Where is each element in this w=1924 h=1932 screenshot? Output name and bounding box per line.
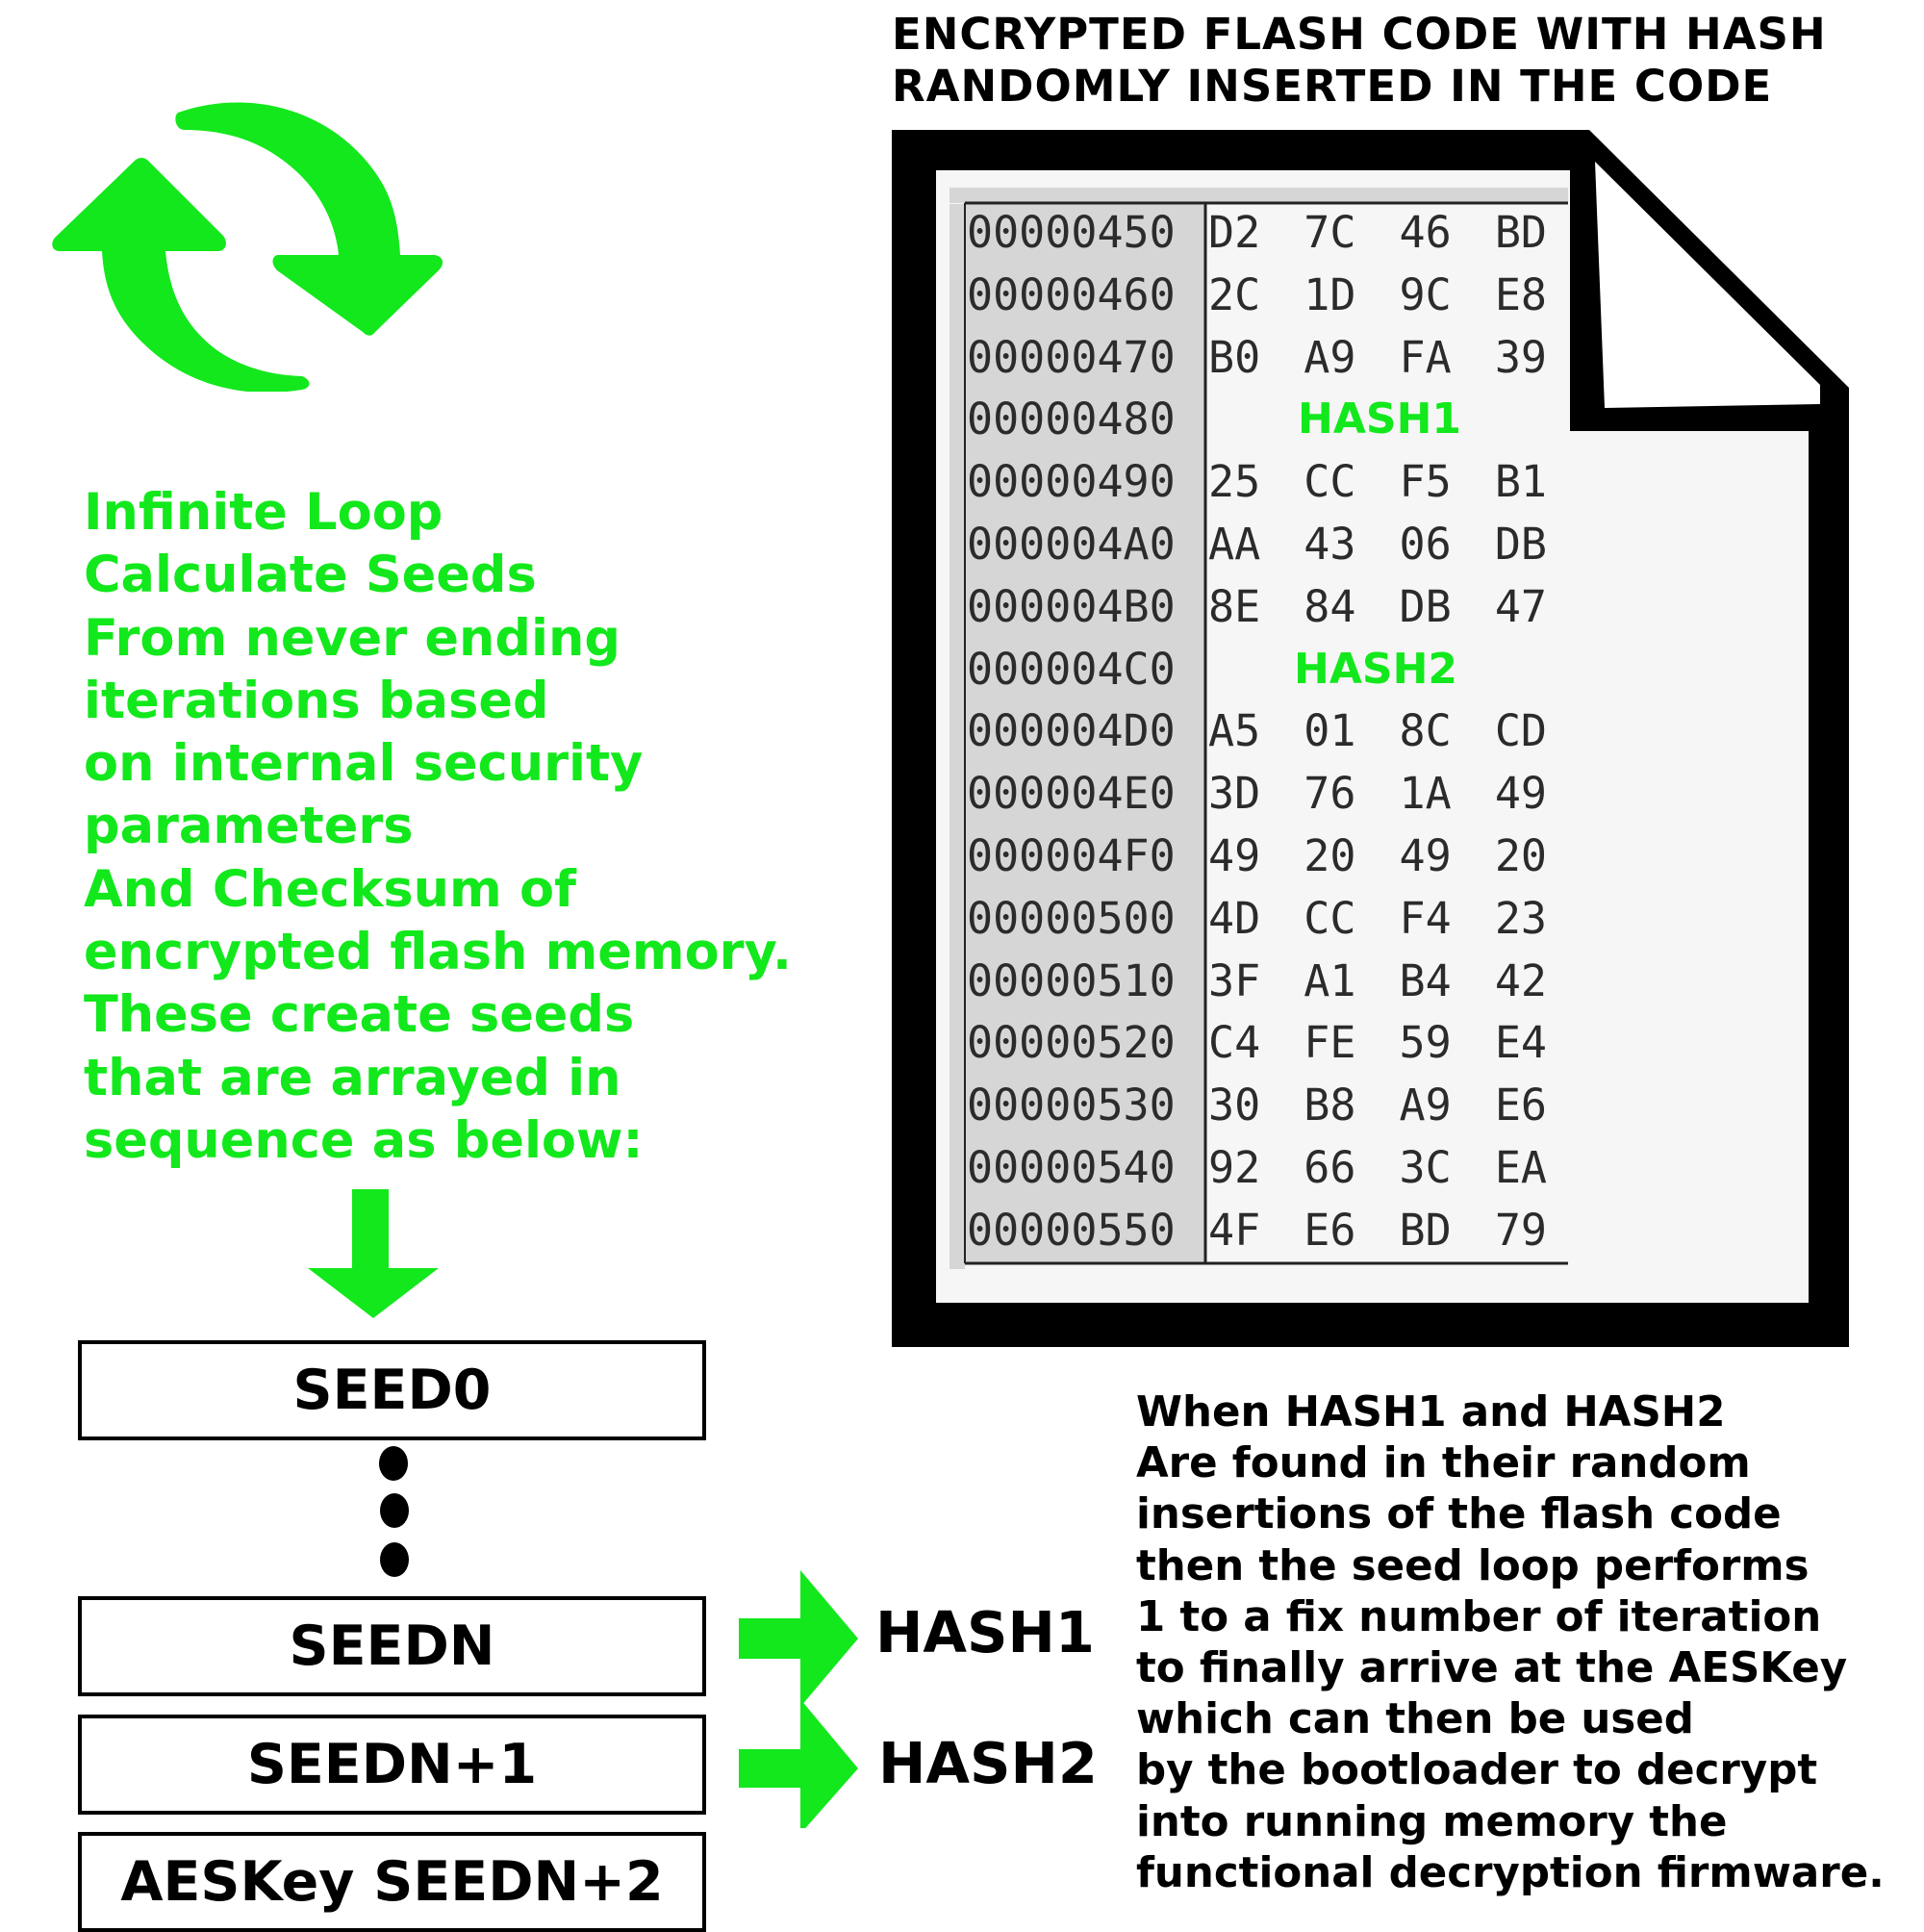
hex-row-hash1: 00000480 HASH1 [965, 389, 1565, 451]
ellipsis-dot [380, 1542, 409, 1577]
hex-address: 00000550 [967, 1204, 1176, 1256]
hex-row: 00000470 B0 A9 FA 39 [965, 327, 1565, 390]
refresh-icon [52, 102, 443, 392]
hex-bytes: 92 66 3C EA [1208, 1142, 1548, 1193]
ellipsis-dot [379, 1446, 408, 1481]
arrow-right-to-hash2 [739, 1699, 858, 1828]
hex-address: 000004C0 [967, 643, 1176, 695]
seedn-box: SEEDN [78, 1596, 706, 1696]
hex-row: 000004F0 49 20 49 20 [965, 826, 1565, 888]
loop-description-line: These create seeds [84, 985, 635, 1045]
hex-bytes: 2C 1D 9C E8 [1208, 268, 1548, 320]
hex-address: 000004B0 [967, 580, 1176, 632]
explanation-line: then the seed loop performs [1136, 1541, 1810, 1590]
loop-description-line: parameters [84, 797, 414, 856]
hex-bytes: AA 43 06 DB [1208, 519, 1548, 570]
document-fold-flap [1595, 162, 1820, 408]
hex-bytes: 3F A1 B4 42 [1208, 954, 1548, 1006]
ellipsis-dot [380, 1493, 409, 1528]
hex-bytes: C4 FE 59 E4 [1208, 1017, 1548, 1069]
hex-bytes: 3D 76 1A 49 [1208, 768, 1548, 820]
refresh-arc-right [175, 102, 400, 255]
explanation-line: insertions of the flash code [1136, 1490, 1782, 1539]
loop-description-line: From never ending [84, 608, 620, 668]
hex-bytes: D2 7C 46 BD [1208, 207, 1548, 258]
explanation-line: When HASH1 and HASH2 [1136, 1388, 1726, 1436]
table-left-shadow [949, 204, 965, 1269]
hex-row: 00000500 4D CC F4 23 [965, 888, 1565, 951]
hex-bytes: 49 20 49 20 [1208, 830, 1548, 881]
hex-address: 00000540 [967, 1142, 1176, 1193]
hex-address: 000004F0 [967, 830, 1176, 881]
diagram-title-line-1: ENCRYPTED FLASH CODE WITH HASH [892, 9, 1827, 60]
hex-row: 00000450 D2 7C 46 BD [965, 202, 1565, 265]
explanation-line: which can then be used [1136, 1695, 1694, 1744]
table-header-bar [949, 188, 1568, 203]
loop-description-line: iterations based [84, 671, 549, 730]
arrow-down-icon [308, 1189, 439, 1318]
loop-description: Infinite Loop Calculate Seeds From never… [84, 481, 792, 1172]
explanation-line: into running memory the [1136, 1797, 1728, 1846]
hex-address: 00000510 [967, 954, 1176, 1006]
loop-description-line: that are arrayed in [84, 1048, 621, 1107]
explanation-line: functional decryption firmware. [1136, 1848, 1885, 1897]
hex-bytes: 4D CC F4 23 [1208, 892, 1548, 944]
loop-description-line: on internal security [84, 734, 644, 794]
seed0-box: SEED0 [78, 1340, 706, 1440]
hex-address: 00000500 [967, 892, 1176, 944]
refresh-arrowhead-up [52, 158, 226, 251]
hex-row: 000004E0 3D 76 1A 49 [965, 763, 1565, 826]
explanation-line: to finally arrive at the AESKey [1136, 1643, 1848, 1692]
hash1-label: HASH1 [875, 1599, 1095, 1665]
explanation-line: 1 to a fix number of iteration [1136, 1592, 1822, 1641]
seedn-plus1-box: SEEDN+1 [78, 1715, 706, 1815]
explanation-line: by the bootloader to decrypt [1136, 1746, 1818, 1795]
hex-address: 00000480 [967, 394, 1176, 445]
hex-row: 00000550 4F E6 BD 79 [965, 1200, 1565, 1262]
hex-row: 00000530 30 B8 A9 E6 [965, 1075, 1565, 1137]
loop-description-line: Infinite Loop [84, 483, 443, 542]
hex-row: 000004B0 8E 84 DB 47 [965, 576, 1565, 639]
hex-address: 00000470 [967, 331, 1176, 383]
hex-row: 00000460 2C 1D 9C E8 [965, 265, 1565, 327]
hex-address: 00000460 [967, 268, 1176, 320]
hex-address: 00000520 [967, 1017, 1176, 1069]
hex-row: 000004D0 A5 01 8C CD [965, 700, 1565, 763]
hex-bytes: 4F E6 BD 79 [1208, 1204, 1548, 1256]
diagram-title-line-2: RANDOMLY INSERTED IN THE CODE [892, 61, 1773, 112]
explanation-text: When HASH1 and HASH2 Are found in their … [1136, 1387, 1885, 1899]
aeskey-seedn-plus2-box: AESKey SEEDN+2 [78, 1832, 706, 1932]
hex-bytes: 30 B8 A9 E6 [1208, 1080, 1548, 1131]
explanation-line: Are found in their random [1136, 1439, 1751, 1488]
loop-description-line: sequence as below: [84, 1110, 644, 1170]
hex-bytes: 8E 84 DB 47 [1208, 580, 1548, 632]
arrow-right-to-hash1 [739, 1570, 858, 1707]
hex-hash-marker: HASH1 [1298, 394, 1462, 445]
arrow-right-icon [739, 1570, 858, 1828]
hex-row: 00000540 92 66 3C EA [965, 1137, 1565, 1200]
loop-description-line: Calculate Seeds [84, 546, 537, 605]
hex-address: 000004E0 [967, 768, 1176, 820]
hash2-label: HASH2 [878, 1730, 1098, 1796]
hex-address: 00000450 [967, 207, 1176, 258]
hex-bytes: A5 01 8C CD [1208, 705, 1548, 757]
hex-row: 00000510 3F A1 B4 42 [965, 951, 1565, 1013]
hex-row: 00000520 C4 FE 59 E4 [965, 1012, 1565, 1075]
refresh-arrowhead-down [272, 255, 443, 336]
hex-bytes: B0 A9 FA 39 [1208, 331, 1548, 383]
hex-row-hash2: 000004C0 HASH2 [965, 639, 1565, 701]
loop-description-line: And Checksum of [84, 859, 576, 919]
hex-hash-marker: HASH2 [1294, 644, 1458, 694]
hex-address: 000004A0 [967, 519, 1176, 570]
hex-row: 00000490 25 CC F5 B1 [965, 451, 1565, 514]
hex-address: 000004D0 [967, 705, 1176, 757]
hex-bytes: 25 CC F5 B1 [1208, 456, 1548, 508]
hex-address: 00000490 [967, 456, 1176, 508]
hex-row: 000004A0 AA 43 06 DB [965, 514, 1565, 576]
hex-address: 00000530 [967, 1080, 1176, 1131]
refresh-arc-left [102, 251, 310, 392]
table-address-column [965, 204, 1205, 1262]
loop-description-line: encrypted flash memory. [84, 923, 792, 982]
